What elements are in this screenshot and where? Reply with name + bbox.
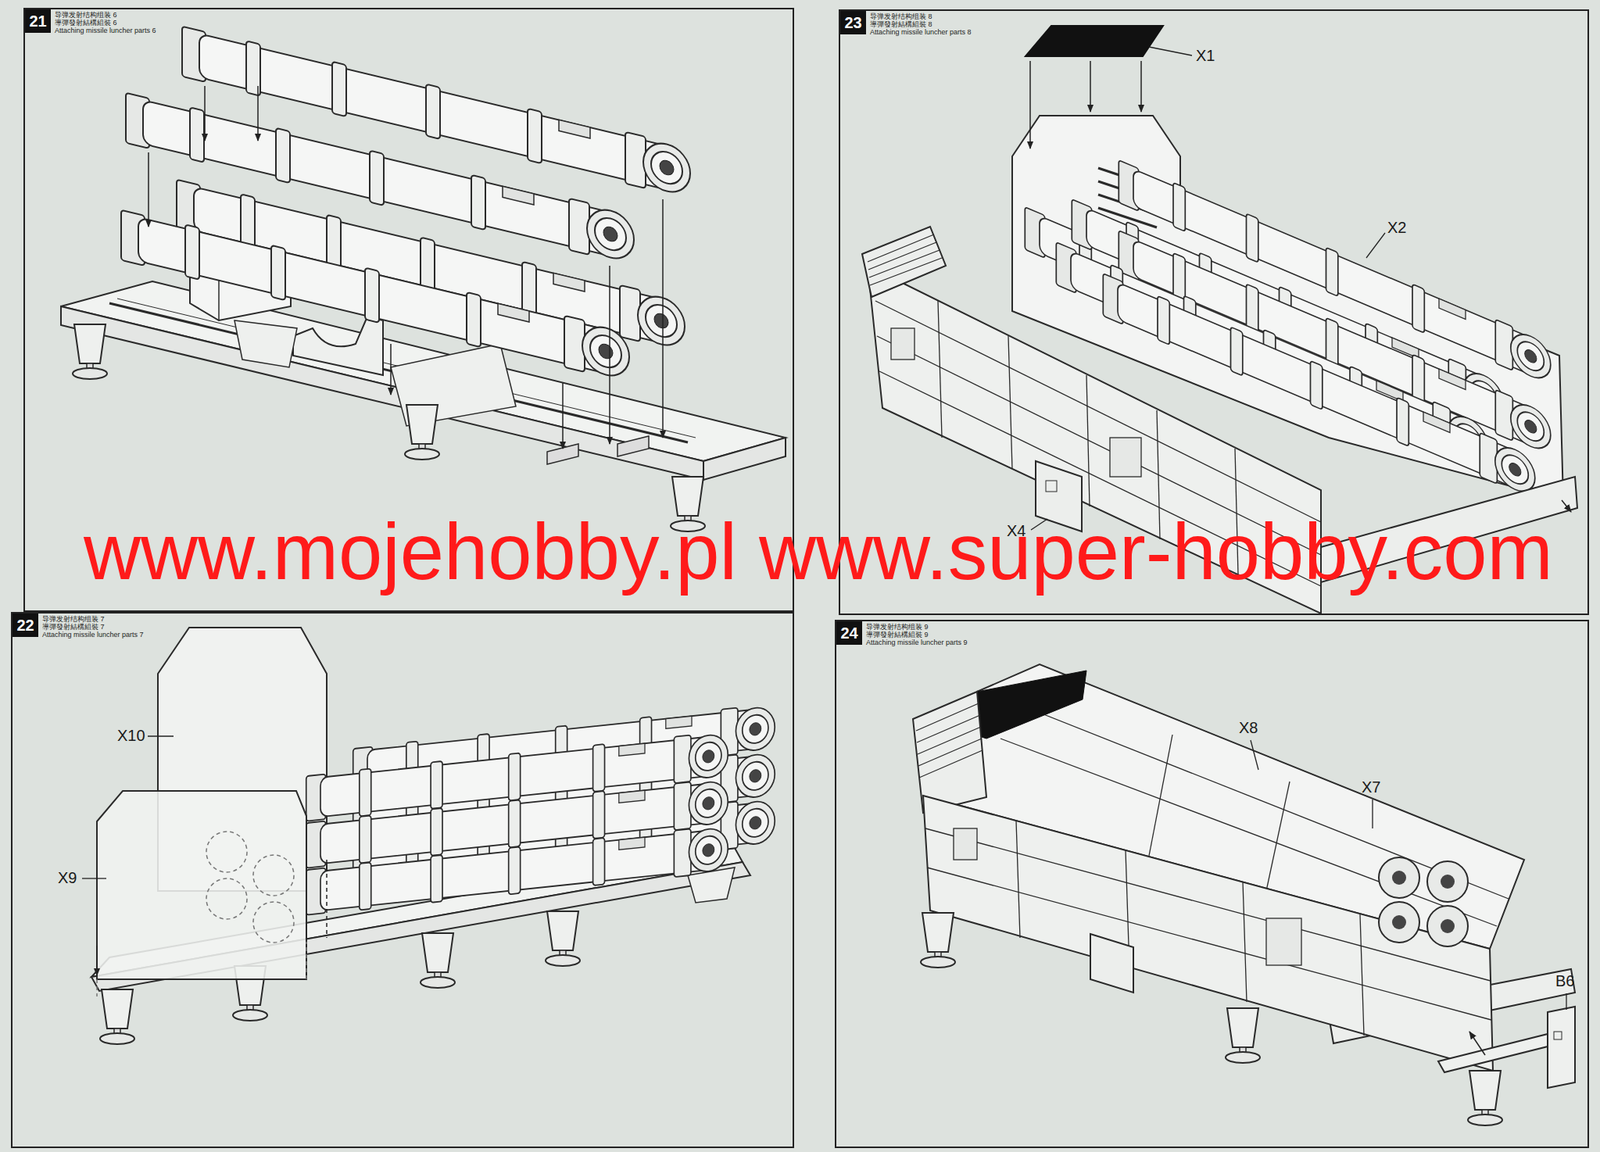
step-number-text: 24 [836,621,863,645]
step-number: 21 [25,9,51,33]
step-heading-text: Attaching missile luncher parts 6 [54,27,157,36]
part-callout: X7 [1361,778,1381,797]
leader-lines [82,46,1567,1010]
step-heading-text: 导弹发射结构组装 6 [54,11,157,20]
assembly-arrows [148,85,663,449]
step-heading-text: 导弹发射结构组装 7 [42,615,144,624]
step-heading-text: 導彈發射結構組裝 8 [869,21,972,29]
launcher-plates [91,627,775,1045]
step-heading-text: 導彈發射結構組裝 6 [54,19,157,28]
step-panel: 导弹发射结构组装 9導彈發射結構組裝 9Attaching missile lu… [834,619,1590,1149]
step-heading-text: 導彈發射結構組裝 9 [866,631,968,640]
step-heading: 导弹发射结构组装 8導彈發射結構組裝 8Attaching missile lu… [869,13,972,37]
launcher-housing-closed [912,664,1575,1126]
part-callout: X2 [1387,218,1407,237]
part-callout: X1 [1195,46,1215,65]
step-number: 24 [836,621,863,645]
part-callout: X10 [117,726,146,745]
step-heading-text: Attaching missile luncher parts 8 [869,28,972,37]
step-heading-text: 导弹发射结构组装 9 [866,623,968,632]
step-heading-text: Attaching missile luncher parts 7 [42,631,144,640]
watermark-text: www.mojehobby.pl www.super-hobby.com [83,508,1554,595]
part-callout: X9 [57,869,77,888]
part-callout: X8 [1238,719,1258,738]
step-heading-text: 導彈發射結構組裝 7 [42,623,144,632]
step-number: 23 [840,10,867,35]
step-heading: 导弹发射结构组装 9導彈發射結構組裝 9Attaching missile lu… [866,623,968,648]
step-number-text: 23 [840,10,867,35]
step-number-text: 21 [25,9,51,33]
step-panel: 导弹发射结构组装 7導彈發射結構組裝 7Attaching missile lu… [10,612,795,1149]
step-number-text: 22 [12,613,39,638]
step-heading: 导弹发射结构组装 6導彈發射結構組裝 6Attaching missile lu… [54,11,157,36]
step-heading: 导弹发射结构组装 7導彈發射結構組裝 7Attaching missile lu… [42,615,144,640]
missile-caps [1378,857,1468,947]
part-callout: B6 [1555,972,1575,991]
step-number: 22 [12,613,39,638]
step-heading-text: Attaching missile luncher parts 9 [866,639,968,648]
step-heading-text: 导弹发射结构组装 8 [869,13,972,22]
missile-rack [121,25,691,383]
